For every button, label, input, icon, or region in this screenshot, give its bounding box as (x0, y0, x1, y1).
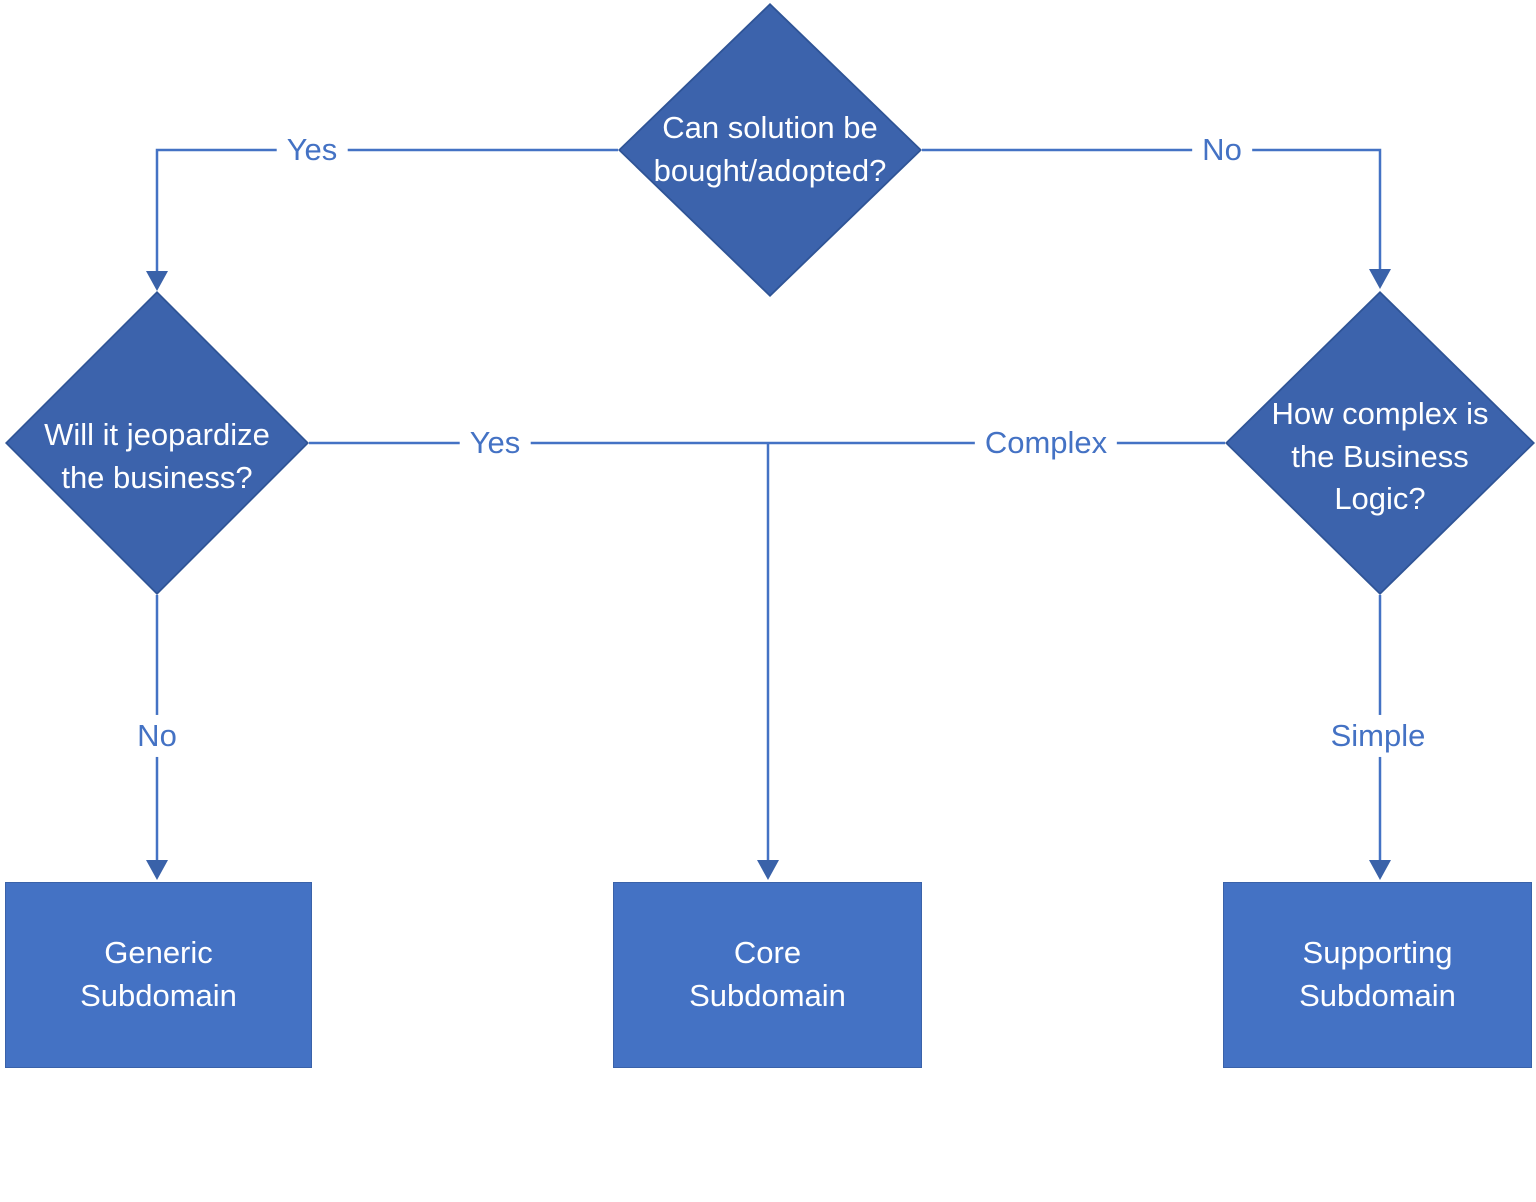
node-label-line: Supporting (1302, 935, 1453, 971)
arrowhead-down-icon (1369, 860, 1391, 880)
arrowhead-down-icon (146, 860, 168, 880)
edge-label-yes-middle: Yes (459, 421, 531, 465)
node-label-line: Will it jeopardize (44, 417, 270, 453)
node-label-line: Subdomain (689, 978, 846, 1013)
edge-label-yes-top: Yes (276, 128, 348, 172)
node-label-line: Generic (104, 935, 213, 971)
edge-label-simple: Simple (1320, 714, 1436, 758)
node-label-line: Core (733, 935, 802, 971)
result-supporting-subdomain: Supporting Subdomain (1223, 882, 1532, 1068)
node-label-line: Logic? (1334, 481, 1426, 517)
node-label: Supporting Subdomain (1299, 932, 1456, 1018)
edge-label-no-bottom: No (127, 714, 187, 758)
result-core-subdomain: Core Subdomain (613, 882, 922, 1068)
node-label-line: How complex is (1271, 395, 1489, 431)
node-label: Can solution be bought/adopted? (654, 107, 887, 193)
node-label: How complex is the Business Logic? (1271, 393, 1488, 521)
arrowhead-down-icon (757, 860, 779, 880)
connector-canbuy-to-complexity (922, 148, 1382, 271)
node-label-line: the Business (1291, 438, 1469, 474)
node-label-line: the business? (61, 460, 253, 495)
arrowhead-down-icon (146, 271, 168, 291)
connector-canbuy-to-jeopardize (155, 148, 618, 273)
node-label-line: Subdomain (80, 978, 237, 1013)
arrowhead-down-icon (1369, 269, 1391, 289)
node-label-line: Can solution be (662, 110, 878, 146)
node-label: Will it jeopardize the business? (44, 414, 270, 500)
decision-how-complex-logic: How complex is the Business Logic? (1225, 291, 1535, 595)
decision-will-it-jeopardize: Will it jeopardize the business? (5, 291, 309, 595)
result-generic-subdomain: Generic Subdomain (5, 882, 312, 1068)
node-label: Core Subdomain (689, 932, 846, 1018)
edge-label-no-top: No (1192, 128, 1252, 172)
node-label-line: Subdomain (1299, 978, 1456, 1013)
node-label-line: bought/adopted? (653, 153, 887, 188)
edge-label-complex: Complex (974, 421, 1118, 465)
decision-can-solution-be-bought: Can solution be bought/adopted? (618, 3, 922, 297)
node-label: Generic Subdomain (80, 932, 237, 1018)
